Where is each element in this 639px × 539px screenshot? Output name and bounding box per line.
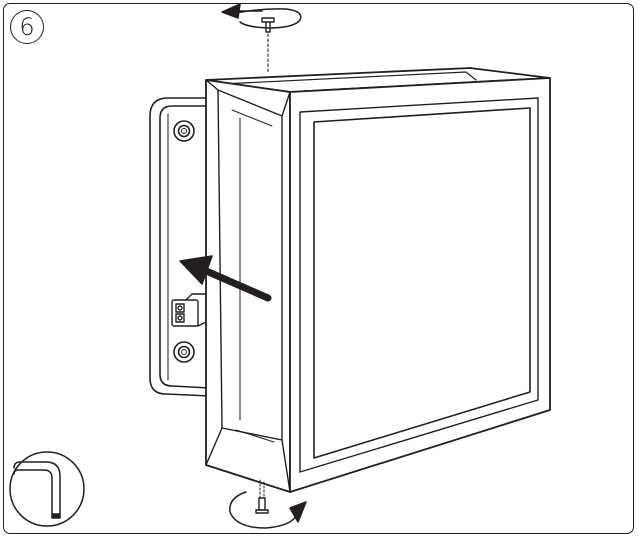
instruction-panel-border [3, 3, 634, 534]
step-number-badge: 6 [10, 10, 44, 44]
rotate-clockwise-icon [229, 491, 307, 529]
top-screw-icon [261, 17, 275, 75]
light-housing-front-face [289, 77, 551, 493]
push-direction-arrow-icon [179, 255, 272, 302]
mounting-hole-bottom [173, 341, 195, 363]
mounting-hole-top [173, 120, 195, 142]
rotate-counterclockwise-icon [221, 3, 302, 29]
wall-mounting-plate [149, 97, 211, 397]
bottom-screw-icon [255, 479, 269, 514]
allen-key-icon [13, 461, 61, 519]
terminal-block-connector [171, 293, 207, 327]
step-number: 6 [19, 13, 35, 41]
required-tool-badge [9, 451, 85, 527]
